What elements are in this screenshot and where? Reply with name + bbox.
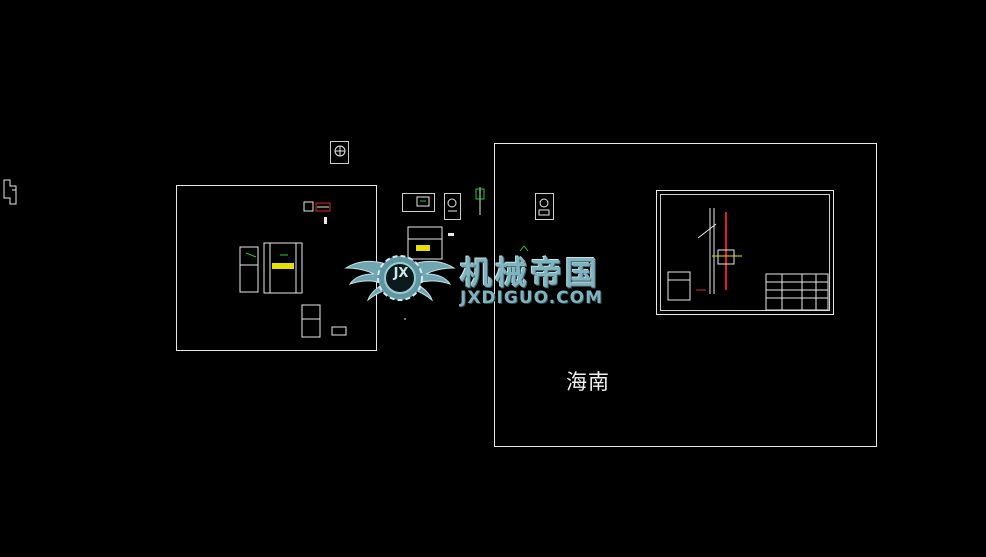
detail-mid-3 [475,187,485,215]
detail-mid-2-contents [447,198,457,212]
detail-mid-5 [404,226,454,320]
inner-frame-contents [667,208,829,311]
left-sheet-contents [239,201,347,338]
watermark-logo-letters: JX [393,266,409,281]
detail-symbol-top [334,145,346,157]
edge-fragment-drawing [3,179,17,205]
inner-drawing-frame-outer[interactable] [656,190,834,315]
watermark-logo-icon [344,255,456,302]
inner-drawing-frame-inner [660,194,830,311]
detail-box-mid-2 [444,193,461,220]
region-label: 海南 [566,370,610,394]
detail-box-top [330,141,349,164]
detail-box-mid-1 [402,193,435,212]
detail-box-mid-4 [535,193,554,220]
green-marker [519,245,529,252]
watermark-brand-cn: 机械帝国 [460,254,601,292]
right-drawing-sheet[interactable] [494,143,877,447]
detail-mid-4-contents [538,198,550,216]
detail-mid-1-contents [416,196,430,207]
watermark-brand-en: JXDIGUO.COM [460,288,604,308]
